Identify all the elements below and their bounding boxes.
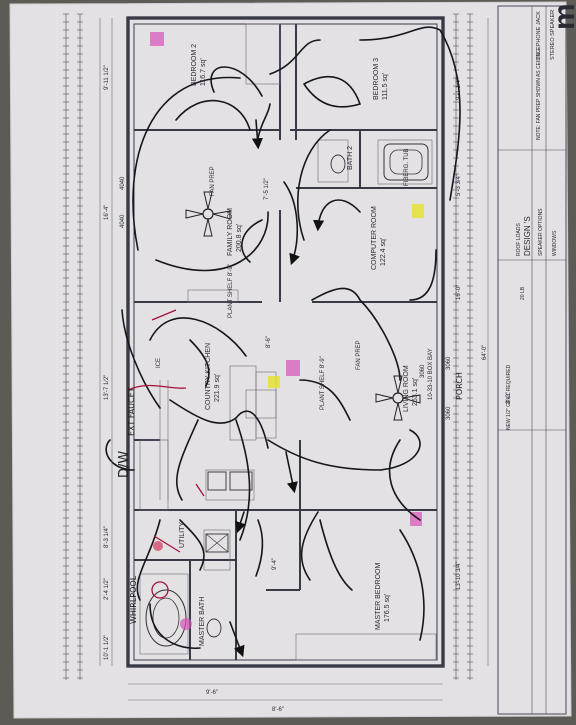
- title-note: 20 LB: [520, 286, 526, 300]
- room-name: COMPUTER ROOM: [371, 206, 378, 270]
- dimension: 9'-4": [272, 558, 278, 570]
- closet-outlines: [139, 23, 437, 661]
- dimension: 7'-5 1/2": [264, 178, 270, 200]
- room-name: UTILITY: [179, 522, 186, 548]
- dimension: 16'-4": [104, 205, 110, 220]
- wiring-runs: [105, 26, 461, 658]
- door-size: 4040: [120, 214, 126, 228]
- legend-item: TELEPHONE JACK: [536, 11, 542, 60]
- legend-item: STEREO SPEAKER: [550, 10, 556, 60]
- room-area: 111.5 sq': [382, 73, 389, 100]
- door-size: 3060: [446, 406, 452, 420]
- note-dw: D/W: [117, 451, 132, 478]
- dimension: 13'-7 1/2": [104, 375, 110, 400]
- dimension: 9'-6": [206, 690, 218, 696]
- dimension: 9'-1 1/4": [456, 78, 462, 100]
- note-whirlpool: WHIRLPOOL: [129, 575, 138, 624]
- dimension: 8'-6": [272, 707, 284, 713]
- note-ice: ICE: [156, 358, 162, 368]
- highlight-marks: [150, 32, 424, 630]
- washer-dryer: [205, 533, 229, 553]
- note-fan-prep: FAN PREP: [356, 340, 362, 370]
- title-note: NEW 1/2" GRILL REQUIRED: [506, 364, 512, 430]
- dimension: 8'-6": [266, 336, 272, 348]
- dimension: 13'-10 3/4": [456, 561, 462, 590]
- note-porch: PORCH: [455, 372, 464, 400]
- room-name: FAMILY ROOM: [227, 208, 234, 256]
- dimension: 9'-11 1/2": [104, 65, 110, 90]
- room-area: 122.4 sq': [380, 238, 387, 266]
- door-size: 3060: [446, 356, 452, 370]
- handwritten-notes: D/W EXT FAUCET WHIRLPOOL PORCH: [117, 372, 464, 624]
- room-area: 221.9 sq': [214, 374, 221, 402]
- dim-overall-width: 64'-0": [482, 345, 488, 360]
- note-vent-hood: 3060: [420, 364, 426, 378]
- room-name: MASTER BATH: [199, 597, 206, 646]
- room-name: LIVING ROOM: [403, 365, 410, 412]
- note-fiber-tub: FIBERG. TUB: [404, 148, 410, 186]
- plan-notes: FAN PREP FAN PREP FIBERG. TUB PLANT SHEL…: [156, 148, 434, 410]
- room-name: COUNTRY KITCHEN: [205, 343, 212, 410]
- kitchen-sink: [207, 471, 253, 491]
- fan-icon: [375, 375, 421, 421]
- note-box-bay: 10-33-10 BOX BAY: [428, 348, 434, 400]
- room-name: BATH 2: [347, 146, 354, 170]
- dimension: 3'-2": [506, 392, 512, 404]
- note-plant-shelf: PLANT SHELF 8'-9": [228, 264, 234, 318]
- dimension: 5'-3 3/4": [456, 174, 462, 196]
- fan-icon: [185, 191, 231, 237]
- title-note: NOTE: FAN PREP SHOWN AS CEILING: [536, 49, 542, 140]
- room-labels: BEDROOM 2 116.7 sq' BEDROOM 3 111.5 sq' …: [179, 44, 419, 646]
- dimension: 8'-3 1/4": [104, 526, 110, 548]
- room-name: BEDROOM 2: [191, 44, 198, 86]
- room-area: 263.1 sq': [412, 378, 419, 406]
- room-area: 176.5 sq': [384, 594, 391, 622]
- title-block: m TELEPHONE JACK STEREO SPEAKER DESIGN '…: [497, 3, 576, 715]
- sheet-logo: m: [548, 3, 576, 30]
- dimension: 16'-0": [456, 285, 462, 300]
- dimension: 10'-1 1/2": [104, 635, 110, 660]
- toilet-master-bath: [206, 618, 222, 638]
- note-fan-prep: FAN PREP: [210, 166, 216, 196]
- title-design: DESIGN 'S: [523, 216, 532, 256]
- dimension-rulers: [63, 13, 473, 680]
- title-spec: SPEAKER OPTIONS: [538, 208, 544, 256]
- room-name: MASTER BEDROOM: [375, 563, 382, 630]
- door-size: 4040: [120, 176, 126, 190]
- title-spec: WINDOWS: [552, 230, 558, 256]
- dimension-labels: 64'-0" 9'-11 1/2" 16'-4" 13'-7 1/2" 8'-3…: [99, 18, 512, 713]
- toilet-bath2: [330, 154, 346, 174]
- note-plant-shelf: PLANT SHELF 8'-9": [320, 356, 326, 410]
- bathtub-bath2: [383, 143, 429, 181]
- note-ext-faucet: EXT FAUCET: [127, 387, 136, 436]
- room-name: BEDROOM 3: [373, 58, 380, 100]
- room-area: 116.7 sq': [200, 58, 207, 86]
- red-markup: [127, 309, 205, 599]
- room-area: 200.8 sq': [236, 224, 243, 252]
- dimension: 2'-4 1/2": [104, 578, 110, 600]
- title-spec: ROOF LOADS: [516, 223, 522, 256]
